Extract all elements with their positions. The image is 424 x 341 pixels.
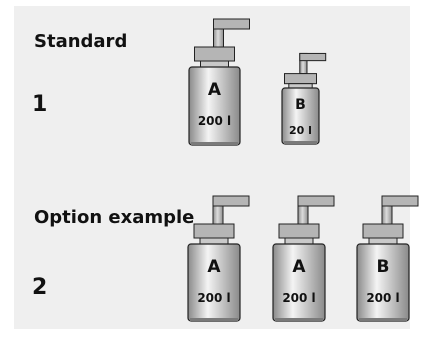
tank-base xyxy=(275,318,323,321)
tank-2-2: A 200 l xyxy=(272,195,335,322)
tank-letter: A xyxy=(208,80,222,100)
tank-cap xyxy=(193,223,235,239)
tank-letter: A xyxy=(207,257,221,277)
tank-1-2: B 20 l xyxy=(281,52,327,145)
tank-volume: 200 l xyxy=(282,291,315,305)
tank-neck xyxy=(200,60,229,68)
row-number-1: 1 xyxy=(32,92,48,117)
tank-volume: 20 l xyxy=(289,124,312,137)
tank-base xyxy=(191,142,238,145)
tank-body xyxy=(272,243,326,322)
tank-base xyxy=(190,318,238,321)
tank-body xyxy=(356,243,410,322)
tank-neck xyxy=(368,237,398,245)
tank-cap xyxy=(362,223,404,239)
tank-cap xyxy=(284,73,317,85)
tank-2-3: B 200 l xyxy=(356,195,419,322)
pipe-horizontal xyxy=(299,52,327,62)
tank-letter: B xyxy=(377,257,390,277)
tank-body xyxy=(187,243,241,322)
tank-base xyxy=(284,141,317,144)
tank-volume: 200 l xyxy=(366,291,399,305)
tank-1-1: A 200 l xyxy=(188,18,250,146)
tank-neck xyxy=(288,83,313,89)
tank-volume: 200 l xyxy=(197,291,230,305)
section-label-standard: Standard xyxy=(34,31,128,52)
tank-letter: B xyxy=(295,97,306,113)
row-number-2: 2 xyxy=(32,275,48,300)
tank-neck xyxy=(199,237,229,245)
tank-neck xyxy=(284,237,314,245)
tank-letter: A xyxy=(292,257,306,277)
pipe-horizontal xyxy=(297,195,335,207)
tank-cap xyxy=(194,46,235,62)
tank-2-1: A 200 l xyxy=(187,195,250,322)
pipe-horizontal xyxy=(212,195,250,207)
tank-cap xyxy=(278,223,320,239)
section-label-option-example: Option example xyxy=(34,207,195,228)
tank-base xyxy=(359,318,407,321)
tank-volume: 200 l xyxy=(198,114,231,128)
pipe-horizontal xyxy=(213,18,250,30)
tank-body xyxy=(188,66,241,146)
pipe-horizontal xyxy=(381,195,419,207)
